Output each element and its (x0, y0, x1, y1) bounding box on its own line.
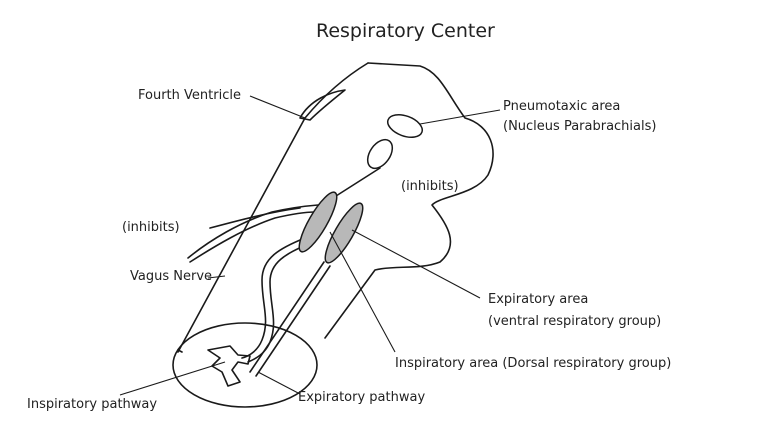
leader-inspiratory-area (330, 232, 395, 352)
leader-expiratory-pathway (258, 372, 300, 394)
label-inspiratory-pathway: Inspiratory pathway (27, 396, 157, 413)
cross-section-ellipse (173, 323, 317, 407)
expiratory-tract-inner (256, 266, 330, 376)
section-grey-matter-shape (208, 346, 250, 386)
brainstem-outline (178, 63, 493, 352)
expiratory-tract (250, 262, 324, 372)
label-pneumotaxic-area: Pneumotaxic area (503, 98, 620, 115)
label-nucleus-parabrachialis: (Nucleus Parabrachials) (503, 118, 656, 135)
label-inhibits-left: (inhibits) (122, 219, 180, 236)
leader-fourth-ventricle (250, 96, 305, 118)
inspiratory-tract (242, 238, 305, 358)
label-expiratory-area: Expiratory area (488, 291, 588, 308)
label-vagus-nerve: Vagus Nerve (130, 268, 212, 285)
label-inspiratory-area: Inspiratory area (Dorsal respiratory gro… (395, 355, 671, 372)
pneumotaxic-connection (336, 168, 380, 196)
label-inhibits-center: (inhibits) (401, 178, 459, 195)
label-expiratory-pathway: Expiratory pathway (298, 389, 425, 406)
label-ventral-respiratory-group: (ventral respiratory group) (488, 313, 661, 330)
leader-expiratory-area (352, 230, 480, 298)
pneumotaxic-area-oval (385, 110, 426, 141)
label-fourth-ventricle: Fourth Ventricle (138, 87, 241, 104)
pneumotaxic-lower-oval (363, 135, 398, 173)
